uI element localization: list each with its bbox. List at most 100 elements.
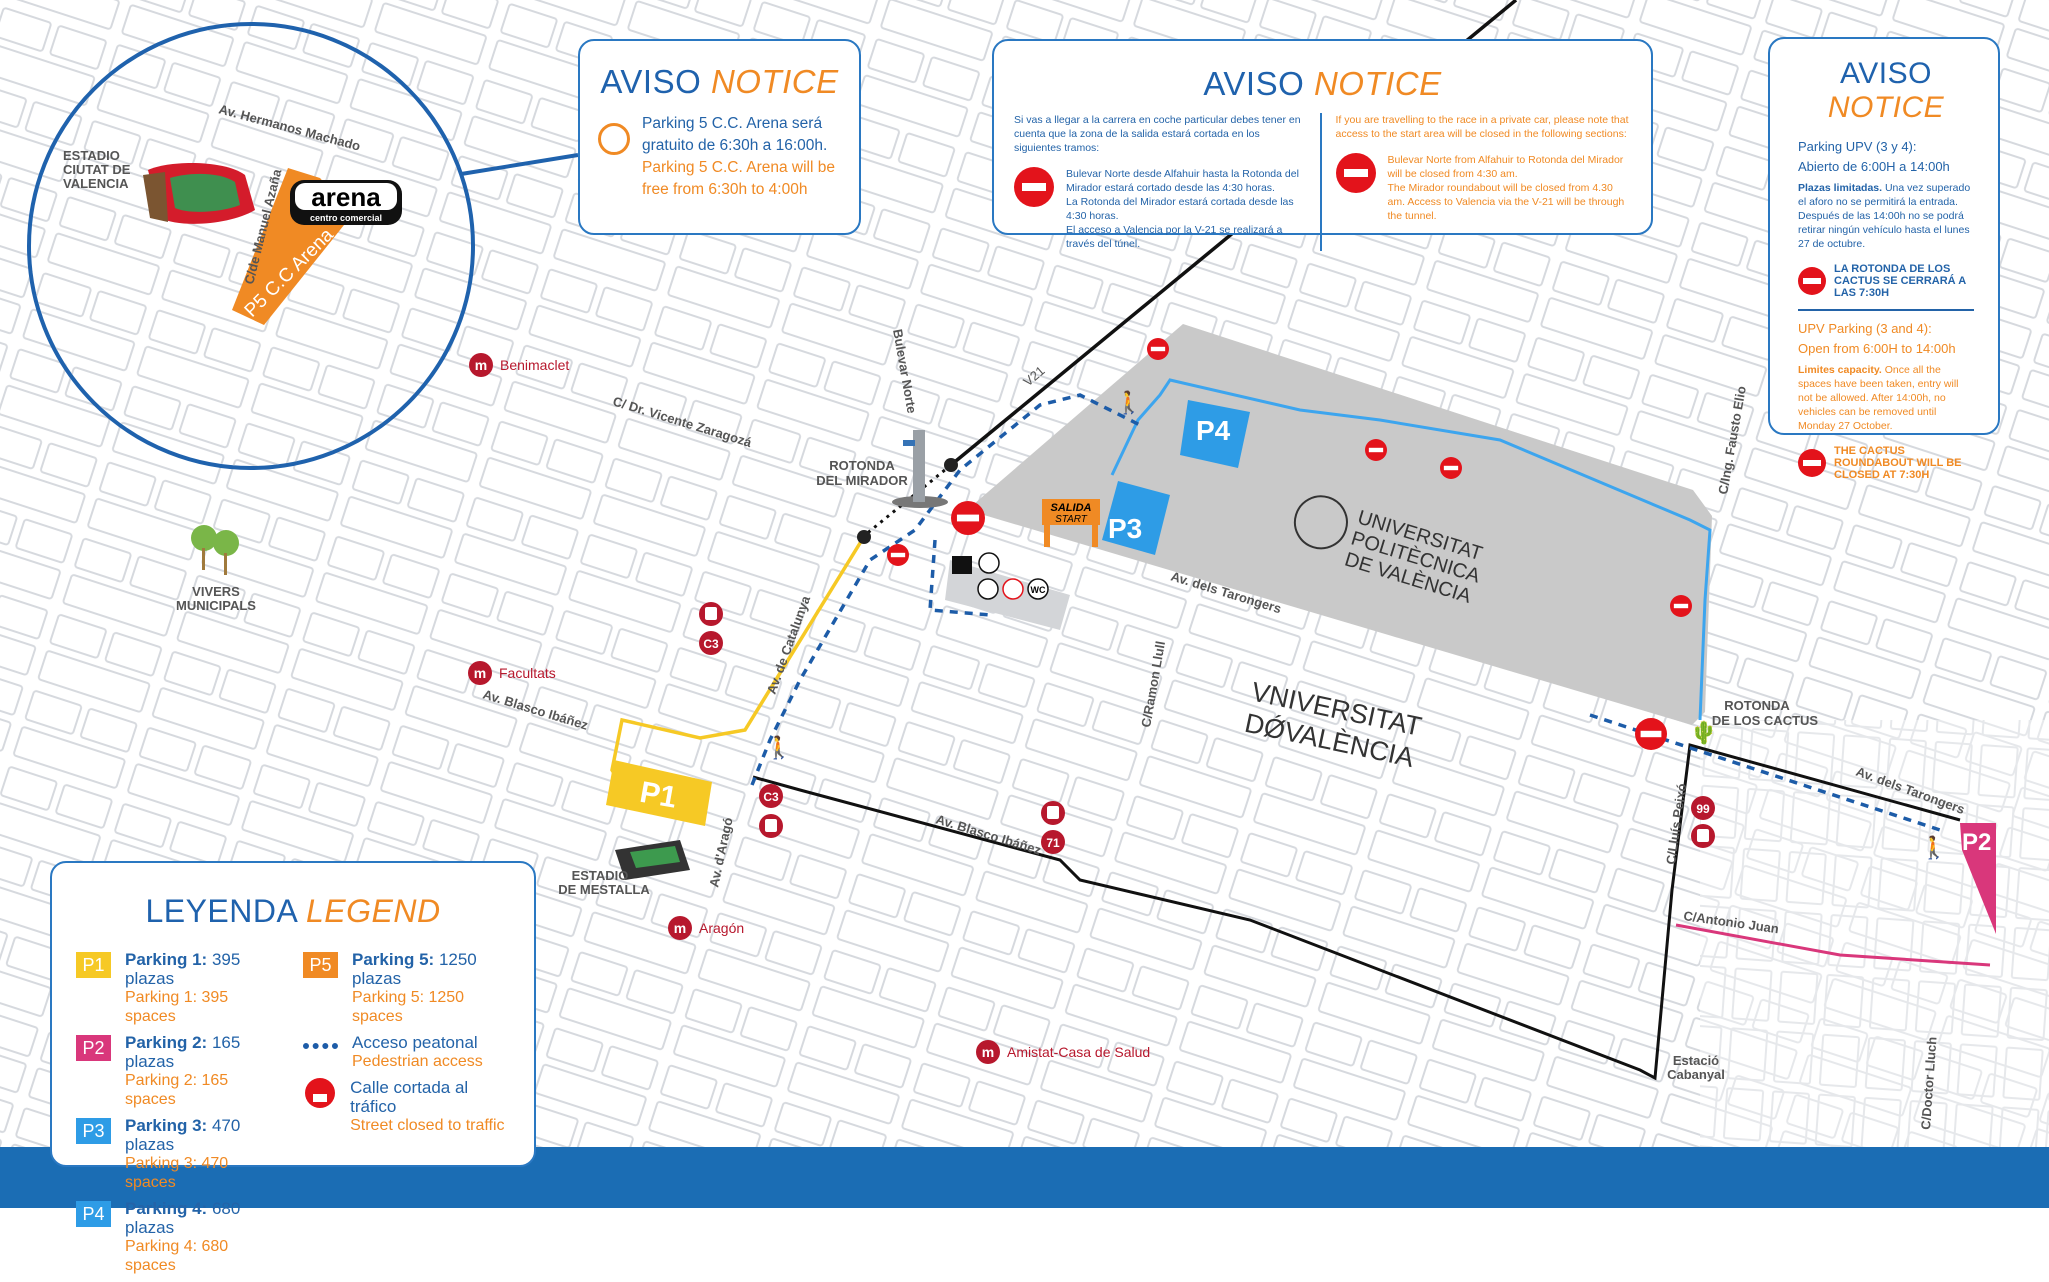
fire-extinguisher-icon bbox=[1002, 578, 1024, 600]
notice-title: AVISO bbox=[1840, 57, 1932, 90]
no-entry-icon bbox=[1798, 449, 1826, 477]
legend-en: Parking 1: 395 spaces bbox=[125, 989, 229, 1025]
place-cabanyal-1: Estació bbox=[1673, 1053, 1719, 1068]
closed-es: LA ROTONDA DE LOS CACTUS SE CERRARÁ A LA… bbox=[1834, 263, 1966, 299]
svg-text:m: m bbox=[475, 357, 487, 373]
bus-stop-99[interactable]: 99 bbox=[1691, 796, 1715, 848]
svg-text:START: START bbox=[1055, 514, 1088, 525]
bus-stop-c3-north[interactable]: C3 bbox=[699, 602, 723, 655]
parking-badge: P1 bbox=[76, 952, 111, 978]
start-arch: SALIDA START bbox=[1042, 499, 1100, 547]
legend-en: Parking 3: 470 spaces bbox=[125, 1155, 229, 1191]
legend-name: Parking 2: bbox=[125, 1033, 208, 1052]
svg-text:C3: C3 bbox=[763, 790, 779, 804]
parking-p2[interactable] bbox=[1960, 823, 1996, 934]
head-en: Open from 6:00H to 14:00h bbox=[1798, 341, 1956, 356]
parking-p3[interactable] bbox=[1102, 481, 1170, 555]
place-cactus-1: ROTONDA bbox=[1724, 698, 1790, 713]
svg-text:Facultats: Facultats bbox=[499, 665, 556, 681]
legend-value: 395 plazas bbox=[125, 950, 241, 988]
svg-text:m: m bbox=[982, 1044, 994, 1060]
legend-value: 1250 plazas bbox=[352, 950, 477, 988]
ciutat-valencia-stadium-icon bbox=[143, 163, 255, 224]
metro-facultats[interactable]: m Facultats bbox=[468, 661, 556, 685]
cactus-icon: 🌵 bbox=[1690, 720, 1717, 745]
exit-route bbox=[752, 743, 1961, 1081]
place-cactus-2: DE LOS CACTUS bbox=[1712, 713, 1819, 728]
no-entry-icon bbox=[1798, 267, 1826, 295]
legend-closed-en: Street closed to traffic bbox=[350, 1117, 505, 1134]
svg-text:centro comercial: centro comercial bbox=[310, 213, 382, 223]
notice-title: AVISO bbox=[600, 63, 702, 100]
legend-item-p3: P3 Parking 3: 470 plazas Parking 3: 470 … bbox=[76, 1116, 281, 1192]
legend-pedestrian-en: Pedestrian access bbox=[352, 1053, 483, 1070]
upv-campus-area bbox=[967, 324, 1712, 725]
legend-item-p1: P1 Parking 1: 395 plazas Parking 1: 395 … bbox=[76, 950, 281, 1026]
parking-badge: P3 bbox=[76, 1118, 111, 1144]
detail-es: La Rotonda del Mirador estará cortada de… bbox=[1066, 196, 1294, 222]
stopwatch-icon bbox=[598, 123, 630, 155]
legend-pedestrian-es: Acceso peatonal bbox=[352, 1033, 478, 1052]
legend: LEYENDA LEGEND P1 Parking 1: 395 plazas … bbox=[50, 861, 536, 1274]
bicycle-icon bbox=[977, 578, 999, 600]
stadium-label-1: ESTADIO bbox=[63, 148, 120, 163]
legend-item-p5: P5 Parking 5: 1250 plazas Parking 5: 125… bbox=[303, 950, 510, 1026]
tunnel-icon bbox=[857, 530, 871, 544]
notice-arena: AVISO NOTICE Parking 5 C.C. Arena será g… bbox=[578, 39, 861, 235]
notice-access: AVISO NOTICE Si vas a llegar a la carrer… bbox=[992, 39, 1653, 251]
bold-es: Plazas limitadas. bbox=[1798, 182, 1883, 194]
place-cabanyal-2: Cabanyal bbox=[1667, 1067, 1725, 1082]
p2-label: P2 bbox=[1962, 829, 1991, 856]
bold-en: Limites capacity. bbox=[1798, 364, 1882, 376]
upv-logo: UNIVERSITAT POLITÈCNICA DE VALÈNCIA bbox=[1293, 495, 1485, 608]
svg-text:m: m bbox=[674, 920, 686, 936]
bus-stop-c3-south[interactable]: C3 bbox=[759, 784, 783, 838]
notice-title-en: NOTICE bbox=[1827, 91, 1945, 124]
parking-p4[interactable] bbox=[1180, 400, 1250, 468]
cloakroom-icon bbox=[952, 556, 972, 574]
mirador-tower-icon bbox=[892, 430, 948, 508]
detail-en: Bulevar Norte from Alfahuir to Rotonda d… bbox=[1387, 154, 1624, 180]
street-closed-signs bbox=[887, 338, 1692, 750]
body-en: Once all the spaces have been taken, ent… bbox=[1798, 364, 1959, 432]
pedestrian-icon: 🚶 bbox=[765, 735, 792, 760]
scooter-icon bbox=[978, 552, 1000, 574]
svg-text:arena: arena bbox=[311, 182, 381, 212]
no-entry-icon bbox=[304, 1078, 335, 1108]
parking-p1[interactable] bbox=[606, 760, 712, 826]
arena-logo: arena centro comercial bbox=[290, 180, 402, 225]
detail-es: El acceso a Valencia por la V-21 se real… bbox=[1066, 224, 1283, 250]
svg-text:m: m bbox=[474, 665, 486, 681]
place-vivers-1: VIVERS bbox=[192, 584, 240, 599]
parking-badge: P2 bbox=[76, 1035, 111, 1061]
legend-value: 165 plazas bbox=[125, 1033, 241, 1071]
stadium-label-2: CIUTAT DE bbox=[63, 162, 131, 177]
svg-text:C3: C3 bbox=[703, 637, 719, 651]
parking-badge: P5 bbox=[303, 952, 338, 978]
legend-item-p2: P2 Parking 2: 165 plazas Parking 2: 165 … bbox=[76, 1033, 281, 1109]
p3-label: P3 bbox=[1108, 513, 1142, 544]
trees-icon bbox=[191, 525, 239, 575]
street-doctor-lluch: C/Doctor Lluch bbox=[1918, 1036, 1939, 1130]
legend-item-p4: P4 Parking 4: 680 plazas Parking 4: 680 … bbox=[76, 1199, 281, 1275]
bus-stop-71[interactable]: 71 bbox=[1041, 801, 1065, 854]
cabanyal-grid bbox=[1700, 720, 2049, 1150]
svg-text:SALIDA: SALIDA bbox=[1051, 502, 1092, 514]
tunnel-icon bbox=[944, 458, 958, 472]
legend-closed-es: Calle cortada al tráfico bbox=[350, 1078, 469, 1116]
legend-name: Parking 4: bbox=[125, 1199, 208, 1218]
closed-en: THE CACTUS ROUNDABOUT WILL BE CLOSED AT … bbox=[1834, 445, 1962, 481]
place-vivers-2: MUNICIPALS bbox=[176, 598, 256, 613]
head-es: Abierto de 6:00H a 14:00h bbox=[1798, 159, 1950, 174]
p2-access-route bbox=[1675, 923, 1991, 967]
services: WC bbox=[952, 552, 1049, 600]
no-entry-icon bbox=[1335, 153, 1376, 193]
wc-icon bbox=[1027, 578, 1049, 600]
legend-en: Parking 2: 165 spaces bbox=[125, 1072, 229, 1108]
notice-upv: AVISO NOTICE Parking UPV (3 y 4):Abierto… bbox=[1768, 37, 2000, 481]
legend-name: Parking 3: bbox=[125, 1116, 208, 1135]
detail-es: Bulevar Norte desde Alfahuir hasta la Ro… bbox=[1066, 168, 1299, 194]
